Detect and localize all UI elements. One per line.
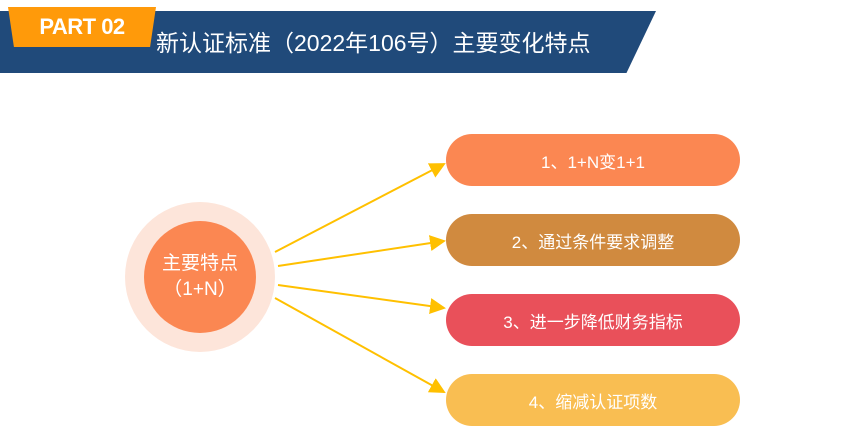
arrow-1 [274, 163, 446, 253]
part-label: PART 02 [8, 7, 156, 47]
center-sublabel: （1+N） [163, 279, 237, 300]
feature-item-2: 2、通过条件要求调整 [446, 214, 740, 266]
page-title: 新认证标准（2022年106号）主要变化特点 [156, 30, 591, 56]
feature-item-3: 3、进一步降低财务指标 [446, 294, 740, 346]
feature-item-4: 4、缩减认证项数 [446, 374, 740, 426]
feature-item-1: 1、1+N变1+1 [446, 134, 740, 186]
center-circle: 主要特点 （1+N） [144, 221, 256, 333]
center-label: 主要特点 [161, 253, 238, 274]
arrow-2 [277, 235, 446, 267]
arrow-4 [274, 297, 446, 393]
arrow-3 [277, 284, 446, 315]
